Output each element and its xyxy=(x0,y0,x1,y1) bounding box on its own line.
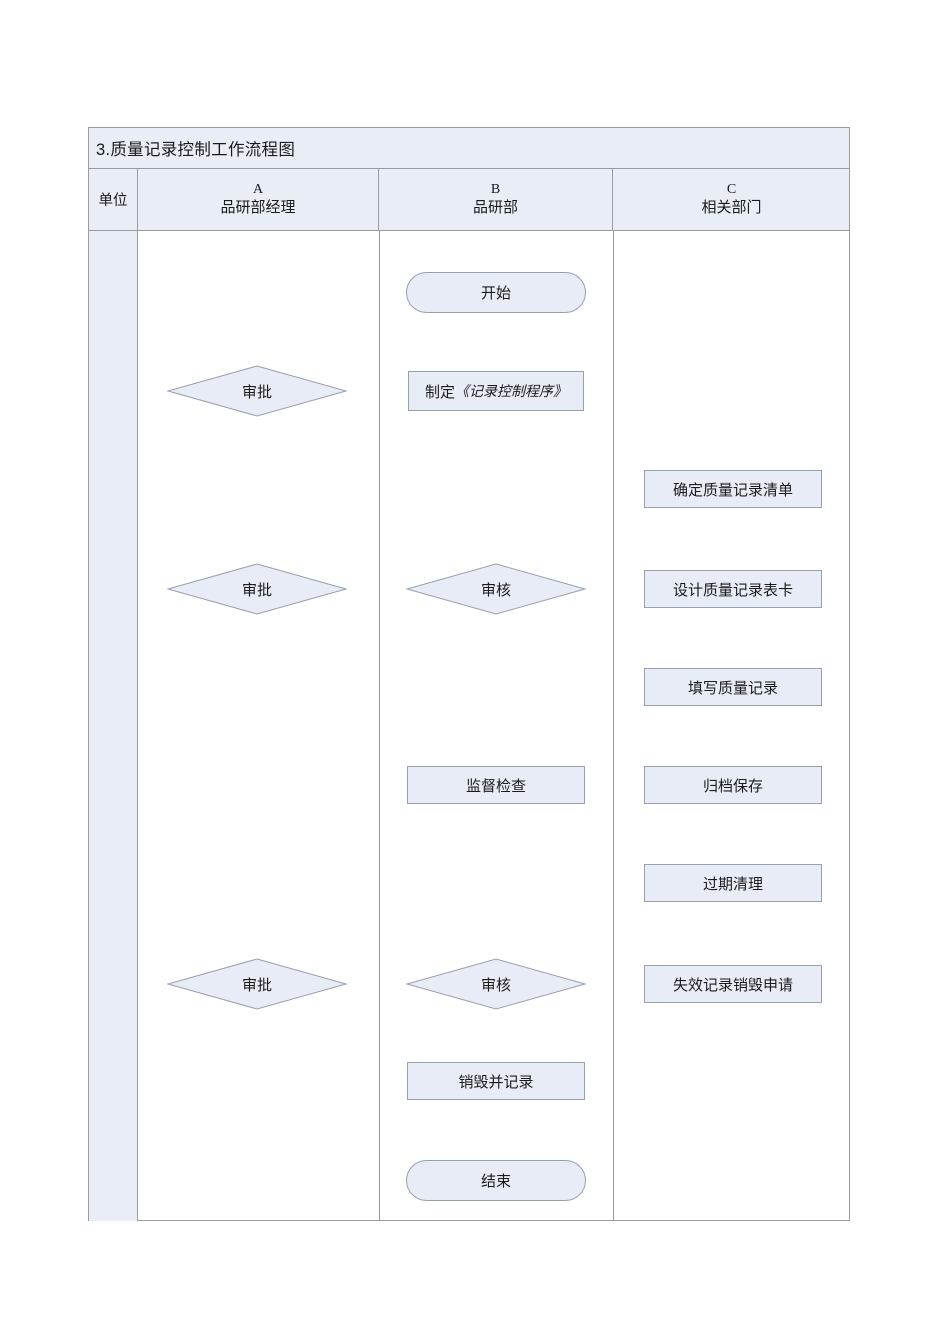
node-destroy-request-label: 失效记录销毁申请 xyxy=(672,976,793,994)
column-header-a: A 品研部经理 xyxy=(138,169,379,230)
node-destroy-record-label: 销毁并记录 xyxy=(458,1073,534,1091)
node-confirm-list[interactable]: 确定质量记录清单 xyxy=(644,470,822,508)
node-approve2[interactable]: 审批 xyxy=(167,563,347,615)
diamond-shape-approve2 xyxy=(167,563,347,615)
node-supervise-label: 监督检查 xyxy=(465,777,526,795)
node-approve1[interactable]: 审批 xyxy=(167,365,347,417)
column-header-b: B 品研部 xyxy=(379,169,613,230)
unit-header-label: 单位 xyxy=(98,193,128,209)
column-header-c: C 相关部门 xyxy=(613,169,850,230)
node-review2-label: 审核 xyxy=(480,976,511,994)
node-expire-clean-label: 过期清理 xyxy=(702,875,763,893)
node-destroy-record[interactable]: 销毁并记录 xyxy=(407,1062,585,1100)
table-body xyxy=(89,231,849,1221)
node-destroy-request[interactable]: 失效记录销毁申请 xyxy=(644,965,822,1003)
diamond-shape-approve1 xyxy=(167,365,347,417)
unit-column-body xyxy=(89,231,138,1221)
node-confirm-list-label: 确定质量记录清单 xyxy=(672,481,793,499)
column-a-letter: A xyxy=(252,182,264,197)
node-review1-label: 审核 xyxy=(480,581,511,599)
column-header-unit: 单位 xyxy=(89,169,138,230)
node-make-procedure-label-prefix: 制定 xyxy=(424,383,455,401)
node-make-procedure-label-quoted: 《记录控制程序》 xyxy=(455,385,567,400)
diamond-shape-review1 xyxy=(406,563,586,615)
node-end-label: 结束 xyxy=(480,1173,511,1190)
diamond-shape-approve3 xyxy=(167,958,347,1010)
node-make-procedure[interactable]: 制定 《记录控制程序》 xyxy=(408,371,584,411)
node-archive-label: 归档保存 xyxy=(702,777,763,795)
node-end[interactable]: 结束 xyxy=(406,1160,586,1201)
lane-divider-a-b xyxy=(379,231,380,1221)
node-approve2-label: 审批 xyxy=(241,581,272,599)
column-c-letter: C xyxy=(726,182,737,197)
node-approve3[interactable]: 审批 xyxy=(167,958,347,1010)
column-b-letter: B xyxy=(490,182,501,197)
node-fill-record-label: 填写质量记录 xyxy=(687,679,778,697)
node-supervise[interactable]: 监督检查 xyxy=(407,766,585,804)
node-approve1-label: 审批 xyxy=(241,383,272,401)
node-approve3-label: 审批 xyxy=(241,976,272,994)
diamond-shape-review2 xyxy=(406,958,586,1010)
lane-divider-b-c xyxy=(613,231,614,1221)
node-review2[interactable]: 审核 xyxy=(406,958,586,1010)
node-archive[interactable]: 归档保存 xyxy=(644,766,822,804)
column-b-name: 品研部 xyxy=(472,199,518,216)
column-c-name: 相关部门 xyxy=(701,199,762,216)
node-start[interactable]: 开始 xyxy=(406,272,586,313)
node-expire-clean[interactable]: 过期清理 xyxy=(644,864,822,902)
table-header-row: 单位 A 品研部经理 B 品研部 C 相关部门 xyxy=(89,169,849,231)
page-title: 3.质量记录控制工作流程图 xyxy=(89,128,849,169)
column-a-name: 品研部经理 xyxy=(220,199,296,216)
node-start-label: 开始 xyxy=(480,285,511,302)
node-review1[interactable]: 审核 xyxy=(406,563,586,615)
node-fill-record[interactable]: 填写质量记录 xyxy=(644,668,822,706)
node-design-form-label: 设计质量记录表卡 xyxy=(672,581,793,599)
node-design-form[interactable]: 设计质量记录表卡 xyxy=(644,570,822,608)
